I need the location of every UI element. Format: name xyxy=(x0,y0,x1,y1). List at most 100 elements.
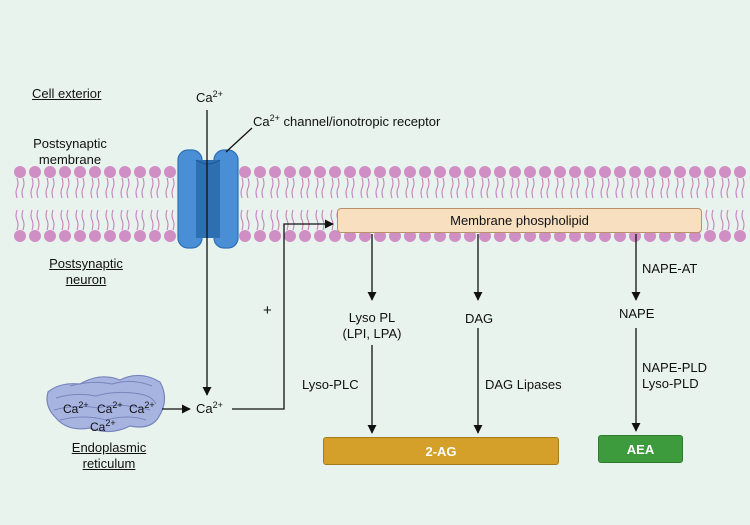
lipid-head xyxy=(344,230,356,242)
lipid-head xyxy=(44,166,56,178)
postsynaptic-neuron-line1: Postsynaptic xyxy=(49,256,123,271)
lipid-head xyxy=(284,166,296,178)
lipid-head xyxy=(734,230,746,242)
lipid-head xyxy=(14,230,26,242)
dag-label: DAG xyxy=(465,311,494,326)
lipid-tail xyxy=(600,177,604,199)
lipid-tail xyxy=(315,209,319,231)
lipid-tail xyxy=(720,209,724,231)
lipid-tail xyxy=(465,177,469,199)
lipid-head xyxy=(134,166,146,178)
lipid-tail xyxy=(246,177,250,199)
lipid-head xyxy=(599,230,611,242)
lipid-head xyxy=(464,166,476,178)
lipid-tail xyxy=(300,177,304,199)
lipid-tail xyxy=(21,177,25,199)
endoplasmic-reticulum-label: Endoplasmic reticulum xyxy=(64,440,154,472)
lipid-tail xyxy=(441,177,445,199)
er-ion-3-sup: 2+ xyxy=(144,400,155,410)
postsynaptic-membrane-line2: membrane xyxy=(38,152,102,167)
lipid-tail xyxy=(75,209,79,231)
ca-channel-rest: channel/ionotropic receptor xyxy=(279,114,441,129)
lipid-tail xyxy=(450,177,454,199)
lyso-pl-line1: Lyso PL xyxy=(348,310,396,325)
lipid-tail xyxy=(336,177,340,199)
lipid-head xyxy=(629,166,641,178)
lipid-tail xyxy=(255,177,259,199)
lipid-head xyxy=(539,230,551,242)
lipid-head xyxy=(554,166,566,178)
lipid-head xyxy=(89,166,101,178)
lipid-head xyxy=(254,230,266,242)
lipid-head xyxy=(74,230,86,242)
lipid-tail xyxy=(555,177,559,199)
er-ion-2-text: Ca xyxy=(97,402,113,416)
lipid-head xyxy=(554,230,566,242)
lipid-tail xyxy=(390,177,394,199)
lipid-head xyxy=(674,230,686,242)
lipid-head xyxy=(44,230,56,242)
lipid-head xyxy=(614,230,626,242)
lipid-head xyxy=(734,166,746,178)
postsynaptic-membrane-label: Postsynaptic membrane xyxy=(24,136,116,168)
ca-mid-label: Ca2+ xyxy=(196,401,223,417)
lipid-head xyxy=(374,166,386,178)
lipid-tail xyxy=(480,177,484,199)
lipid-tail xyxy=(741,209,745,231)
ca-channel-text: Ca xyxy=(253,114,270,129)
lipid-tail xyxy=(711,177,715,199)
lipid-head xyxy=(434,166,446,178)
lipid-head xyxy=(299,230,311,242)
lipid-head xyxy=(584,230,596,242)
lipid-tail xyxy=(111,209,115,231)
lipid-tail xyxy=(546,177,550,199)
lipid-tail xyxy=(711,209,715,231)
lipid-head xyxy=(479,230,491,242)
lipid-tail xyxy=(321,209,325,231)
lipid-tail xyxy=(330,209,334,231)
lipid-head xyxy=(644,166,656,178)
lipid-tail xyxy=(285,209,289,231)
lipid-tail xyxy=(156,177,160,199)
lipid-tail xyxy=(135,177,139,199)
lipid-head xyxy=(479,166,491,178)
lipid-tail xyxy=(255,209,259,231)
lipid-head xyxy=(284,230,296,242)
lipid-tail xyxy=(60,209,64,231)
lipid-tail xyxy=(165,177,169,199)
nape-pld-line2: Lyso-PLD xyxy=(642,376,699,391)
lipid-tail xyxy=(96,209,100,231)
lipid-tail xyxy=(525,177,529,199)
nape-pld-line1: NAPE-PLD xyxy=(642,360,708,375)
lipid-tail xyxy=(126,209,130,231)
lipid-head xyxy=(329,166,341,178)
calcium-channel xyxy=(177,149,239,249)
plus-sign: + xyxy=(263,302,272,319)
lipid-head xyxy=(614,166,626,178)
lyso-plc-label: Lyso-PLC xyxy=(302,377,359,392)
dag-lipases-label: DAG Lipases xyxy=(485,377,562,392)
lipid-tail xyxy=(15,209,19,231)
lipid-tail xyxy=(630,177,634,199)
lipid-tail xyxy=(570,177,574,199)
er-ion-1-sup: 2+ xyxy=(78,400,89,410)
lipid-tail xyxy=(510,177,514,199)
ca-mid-sup: 2+ xyxy=(212,400,223,410)
lipid-tail xyxy=(120,209,124,231)
lipid-head xyxy=(119,230,131,242)
lipid-tail xyxy=(171,177,175,199)
lipid-tail xyxy=(15,177,19,199)
lipid-head xyxy=(584,166,596,178)
ca-top-text: Ca xyxy=(196,90,213,105)
postsynaptic-neuron-line2: neuron xyxy=(65,272,107,287)
cell-exterior-label: Cell exterior xyxy=(32,86,102,101)
lipid-tail xyxy=(171,209,175,231)
lipid-tail xyxy=(621,177,625,199)
lipid-head xyxy=(449,230,461,242)
lipid-tail xyxy=(36,177,40,199)
lipid-tail xyxy=(105,177,109,199)
lipid-tail xyxy=(261,209,265,231)
lipid-tail xyxy=(471,177,475,199)
lipid-head xyxy=(104,166,116,178)
lipid-tail xyxy=(75,177,79,199)
